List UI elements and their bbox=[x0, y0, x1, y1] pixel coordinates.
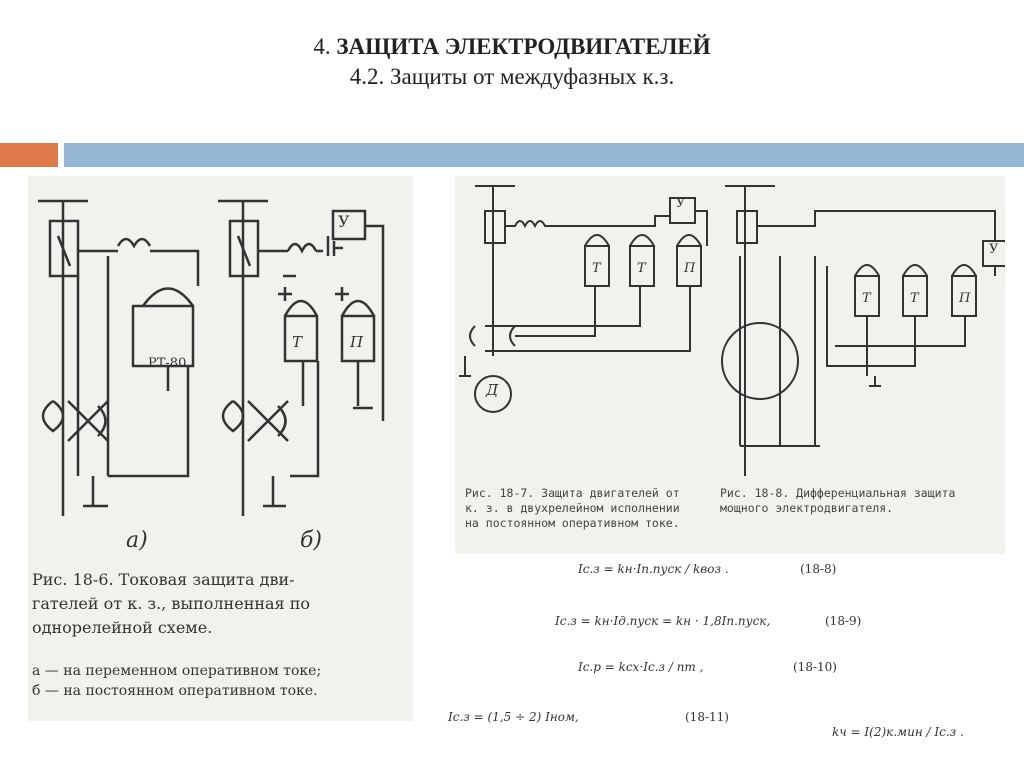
caption-line: гателей от к. з., выполненная по bbox=[32, 594, 311, 613]
note-line: б — на постоянном оперативном токе. bbox=[32, 683, 318, 699]
formula-number: (18-9) bbox=[825, 614, 862, 628]
relay-t2-label-18-7: Т bbox=[637, 261, 646, 276]
relay-t2-label-18-8: Т bbox=[910, 291, 919, 306]
figure-18-6: РТ-80 У Т П а) б) Рис. 18-6. Токовая защ… bbox=[28, 176, 413, 721]
caption-line: Рис. 18-8. Дифференциальная защита bbox=[720, 486, 956, 500]
formula-number: (18-11) bbox=[685, 710, 729, 724]
caption-18-7: Рис. 18-7. Защита двигателей от к. з. в … bbox=[465, 486, 680, 531]
relay-t-label-18-7: Т bbox=[592, 261, 601, 276]
circuit-diagram-18-6 bbox=[38, 199, 385, 516]
formula-18-9: Iс.з = kн·Iд.пуск = kн · 1,8Iп.пуск, bbox=[555, 614, 771, 628]
relay-t-label: Т bbox=[292, 333, 303, 351]
formula-number: (18-8) bbox=[800, 562, 837, 576]
label-b: б) bbox=[300, 528, 323, 553]
label-a: а) bbox=[126, 528, 148, 553]
accent-bar bbox=[64, 143, 1024, 167]
caption-line: к. з. в двухрелейном исполнении bbox=[465, 501, 680, 515]
caption-line: на постоянном оперативном токе. bbox=[465, 516, 680, 530]
slide-title: 4. ЗАЩИТА ЭЛЕКТРОДВИГАТЕЛЕЙ 4.2. Защиты … bbox=[0, 34, 1024, 90]
title-prefix: 4. bbox=[313, 34, 337, 59]
notes-18-6: а — на переменном оперативном токе; б — … bbox=[32, 661, 321, 701]
caption-18-6: Рис. 18-6. Токовая защита дви- гателей о… bbox=[32, 568, 310, 640]
formula-18-11: Iс.з = (1,5 ÷ 2) Iном, bbox=[448, 710, 579, 724]
caption-line: Рис. 18-6. Токовая защита дви- bbox=[32, 570, 295, 589]
relay-rt80-box bbox=[131, 304, 195, 368]
formula-number: (18-10) bbox=[793, 660, 837, 674]
figure-18-7-18-8: У Т Т П Д У Т Т П Рис. 18-7. Защита двиг… bbox=[455, 176, 1005, 554]
formula-18-8: Iс.з = kн·Iп.пуск / kвоз . bbox=[578, 562, 729, 576]
caption-18-8: Рис. 18-8. Дифференциальная защита мощно… bbox=[720, 486, 955, 516]
title-main: ЗАЩИТА ЭЛЕКТРОДВИГАТЕЛЕЙ bbox=[336, 34, 711, 59]
relay-p-label-18-8: П bbox=[959, 291, 971, 306]
relay-t-label-18-8: Т bbox=[862, 291, 871, 306]
block-u-label-18-7: У bbox=[676, 196, 686, 211]
caption-line: Рис. 18-7. Защита двигателей от bbox=[465, 486, 680, 500]
caption-line: мощного электродвигателя. bbox=[720, 501, 894, 515]
formula-sensitivity: kч = I(2)к.мин / Iс.з . bbox=[832, 725, 964, 739]
relay-rt80-label: РТ-80 bbox=[148, 356, 187, 371]
circuit-diagrams-18-7-18-8 bbox=[459, 185, 1005, 476]
caption-line: однорелейной схеме. bbox=[32, 618, 213, 637]
block-u-label-18-8: У bbox=[989, 242, 999, 257]
subtitle: 4.2. Защиты от междуфазных к.з. bbox=[349, 64, 675, 89]
accent-square bbox=[0, 143, 58, 167]
relay-p-label: П bbox=[350, 333, 364, 351]
relay-p-label-18-7: П bbox=[684, 261, 696, 276]
formula-18-10: Iс.р = kсх·Iс.з / nт , bbox=[578, 660, 704, 674]
motor-label: Д bbox=[486, 381, 499, 399]
block-u-label: У bbox=[338, 212, 350, 231]
note-line: а — на переменном оперативном токе; bbox=[32, 663, 322, 679]
